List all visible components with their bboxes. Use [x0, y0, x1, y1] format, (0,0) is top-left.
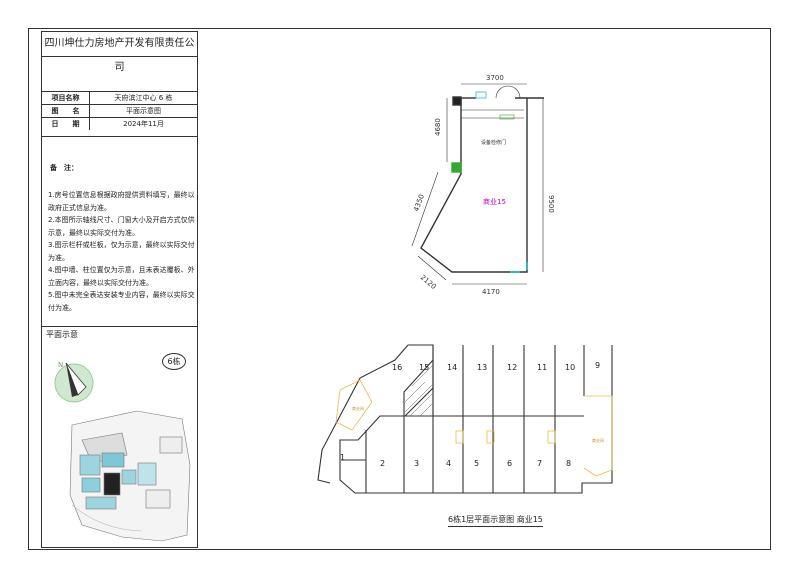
note-item: 2.本图所示轴线尺寸、门窗大小及开启方式仅供示意，最终以实际交付为准。 — [48, 216, 195, 237]
site-map-image — [69, 410, 191, 542]
unit-number-14: 14 — [447, 363, 457, 372]
note-item: 3.图示栏杆或栏板，仅为示意，最终以实际交付为准。 — [48, 241, 195, 262]
north-label: N — [58, 361, 63, 369]
info-key: 图 名 — [42, 104, 90, 118]
unit-number-1: 1 — [340, 453, 345, 462]
orange-areas — [335, 379, 613, 477]
notes-section: 备 注： 1.房号位置信息根据政府提供资料填写，最终以政府正式信息为准。 2.本… — [42, 136, 197, 322]
notes-title: 备 注： — [50, 164, 78, 172]
dim-bottom: 4170 — [482, 288, 500, 296]
unit-number-4: 4 — [446, 459, 451, 468]
unit-number-11: 11 — [537, 363, 547, 372]
unit-label: 商业15 — [483, 197, 506, 206]
unit-15-hatch — [404, 365, 433, 417]
dimension-lines — [411, 83, 544, 285]
unit-number-3: 3 — [414, 459, 419, 468]
note-item: 1.房号位置信息根据政府提供资料填写，最终以政府正式信息为准。 — [48, 191, 195, 212]
unit-number-16: 16 — [392, 363, 402, 372]
site-plan: 平面示意 6栋 N — [42, 326, 197, 548]
unit-number-13: 13 — [477, 363, 487, 372]
unit-number-2: 2 — [380, 459, 385, 468]
north-arrow-icon: N — [54, 361, 94, 403]
dim-left-upper: 4680 — [434, 118, 442, 136]
dim-right: 9500 — [547, 195, 555, 213]
notes-list: 1.房号位置信息根据政府提供资料填写，最终以政府正式信息为准。 2.本图所示轴线… — [48, 189, 196, 314]
unit-number-15: 15 — [419, 363, 429, 372]
title-block: 四川坤仕力房地产开发有限责任公司 项目名称天府滨江中心 6 栋 图 名平面示意图… — [41, 31, 198, 548]
dim-bottom-left: 2120 — [419, 273, 438, 291]
site-plan-drawing: N — [54, 361, 191, 542]
info-row: 图 名平面示意图 — [42, 104, 197, 118]
company-name: 四川坤仕力房地产开发有限责任公司 — [42, 32, 197, 73]
unit-number-8: 8 — [566, 459, 571, 468]
unit-number-5: 5 — [474, 459, 479, 468]
svg-text:商业间: 商业间 — [352, 405, 364, 411]
note-item: 4.图中墙、柱位置仅为示意，且未表达覆板、外立面内容，最终以实际交付为准。 — [48, 266, 195, 287]
note-item: 5.图中未完全表达安装专业内容，最终以实际交付为准。 — [48, 291, 195, 312]
info-key: 项目名称 — [42, 91, 90, 105]
site-plan-label: 平面示意 — [46, 330, 78, 339]
unit-number-9: 9 — [595, 361, 600, 370]
info-key: 日 期 — [42, 117, 90, 130]
dim-top: 3700 — [486, 74, 504, 82]
info-value: 天府滨江中心 6 栋 — [89, 91, 197, 105]
unit-detail-plan — [420, 85, 544, 273]
svg-text:商业间: 商业间 — [592, 437, 604, 443]
info-value: 2024年11月 — [89, 117, 197, 130]
info-value: 平面示意图 — [89, 104, 197, 118]
unit-number-7: 7 — [537, 459, 542, 468]
floor-plan — [317, 344, 613, 494]
dim-left-lower: 4350 — [412, 193, 426, 212]
unit-number-6: 6 — [507, 459, 512, 468]
unit-number-10: 10 — [565, 363, 575, 372]
drawing-frame — [28, 28, 771, 550]
floor-plan-caption: 6栋1层平面示意图 商业15 — [448, 514, 543, 527]
info-row: 项目名称天府滨江中心 6 栋 — [42, 91, 197, 105]
orange-labels: 商业间 商业间 — [352, 405, 604, 443]
door-label: 设备检修门 — [481, 139, 506, 146]
building-badge: 6栋 — [162, 353, 186, 370]
unit-number-12: 12 — [507, 363, 517, 372]
